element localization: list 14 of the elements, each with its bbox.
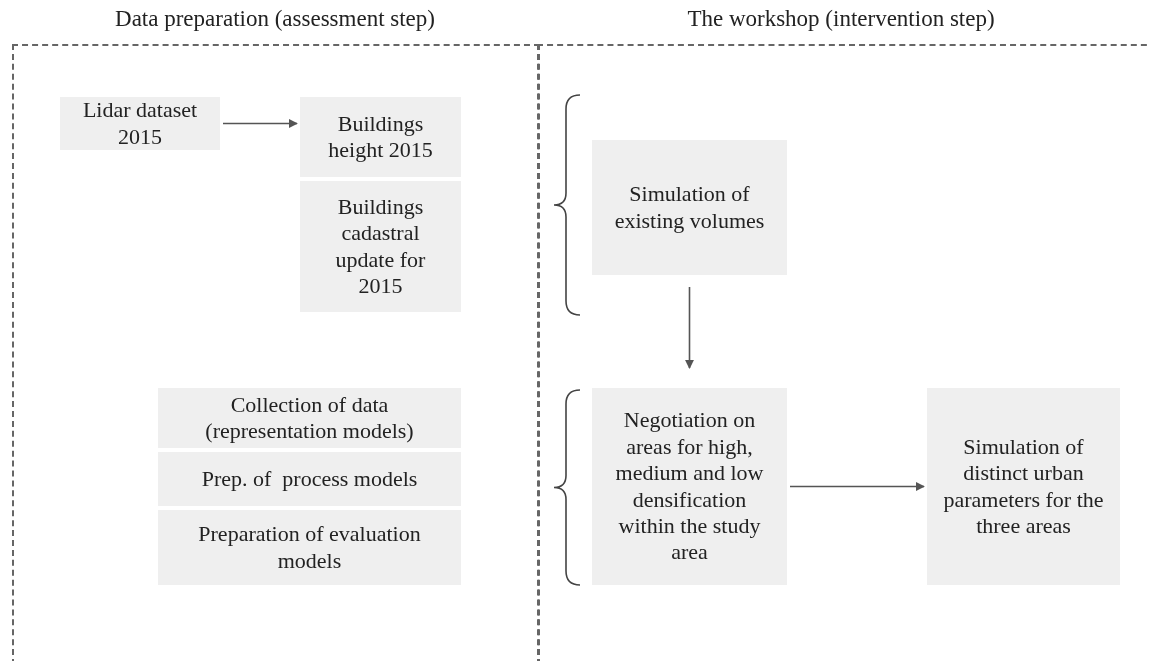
panel-heading: Data preparation (assessment step) xyxy=(114,6,436,33)
process-box: Lidar dataset 2015 xyxy=(60,97,220,150)
process-box: Buildings cadastral update for 2015 xyxy=(300,181,461,312)
panel-heading: The workshop (intervention step) xyxy=(686,6,996,33)
process-box: Simulation of distinct urban parameters for the three areas xyxy=(927,388,1120,585)
process-box: Preparation of evaluation models xyxy=(158,510,461,585)
arrow xyxy=(685,286,694,369)
process-box: Prep. of process models xyxy=(158,452,461,506)
process-box: Collection of data (representation models) xyxy=(158,388,461,448)
process-box: Negotiation on areas for high, medium and low densification within the study area xyxy=(592,388,787,585)
process-box: Simulation of existing volumes xyxy=(592,140,787,275)
arrow xyxy=(222,119,298,128)
arrow xyxy=(789,482,925,491)
process-box: Buildings height 2015 xyxy=(300,97,461,177)
